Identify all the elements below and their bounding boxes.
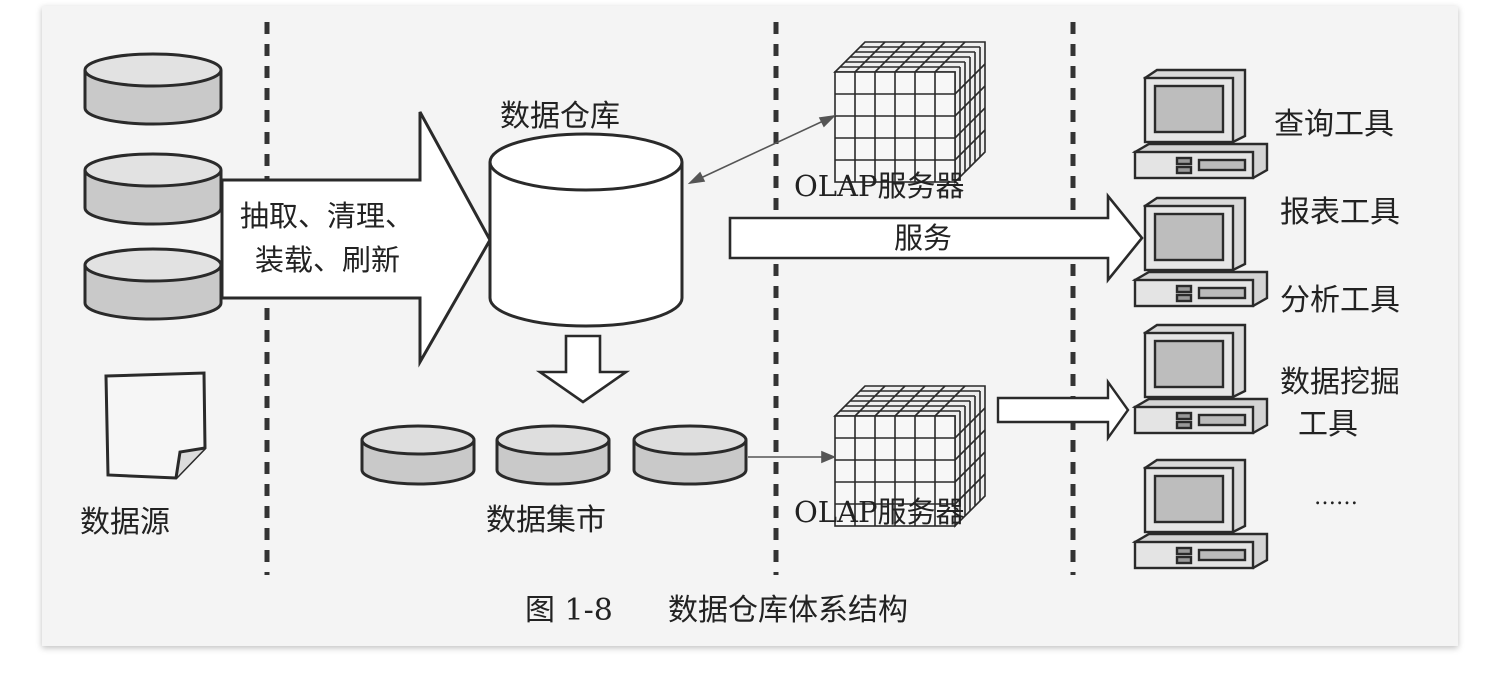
label-service: 服务 <box>894 221 952 255</box>
column-separators <box>264 22 1076 575</box>
label-data-mart: 数据集市 <box>486 503 606 538</box>
connector-warehouse-olap <box>687 114 837 185</box>
computer-icon-4 <box>1133 458 1269 570</box>
source-database-2 <box>83 152 223 226</box>
computer-icon-1 <box>1133 68 1269 180</box>
label-data-source: 数据源 <box>80 505 170 540</box>
label-extract-line2: 装载、刷新 <box>255 243 400 277</box>
label-mining-tool-line2: 工具 <box>1298 407 1358 442</box>
label-mining-tool-line1: 数据挖掘 <box>1280 365 1400 400</box>
label-more-tools: …… <box>1314 485 1358 510</box>
label-olap-top: OLAP服务器 <box>794 169 965 203</box>
label-query-tool: 查询工具 <box>1274 107 1394 142</box>
data-mart-3 <box>632 424 748 486</box>
service-arrow <box>728 192 1144 284</box>
label-report-tool: 报表工具 <box>1280 195 1400 230</box>
label-analysis-tool: 分析工具 <box>1280 283 1400 318</box>
computer-icon-2 <box>1133 196 1269 308</box>
label-warehouse: 数据仓库 <box>500 99 620 134</box>
data-mart-1 <box>360 424 476 486</box>
label-olap-bottom: OLAP服务器 <box>794 495 965 529</box>
warehouse-cylinder <box>488 132 684 328</box>
source-database-3 <box>83 247 223 321</box>
computer-icon-3 <box>1133 323 1269 435</box>
etl-arrow <box>220 111 492 368</box>
caption-title: 数据仓库体系结构 <box>668 593 908 628</box>
connector-mart-olap <box>748 450 837 464</box>
caption-figure-number: 图 1-8 <box>525 593 613 628</box>
olap-cube-top <box>834 41 986 183</box>
olap-tool-arrow <box>996 378 1130 442</box>
down-arrow <box>535 334 631 404</box>
label-extract-line1: 抽取、清理、 <box>240 199 414 233</box>
source-database-1 <box>83 52 223 126</box>
data-mart-2 <box>495 424 611 486</box>
document-icon <box>104 371 207 480</box>
